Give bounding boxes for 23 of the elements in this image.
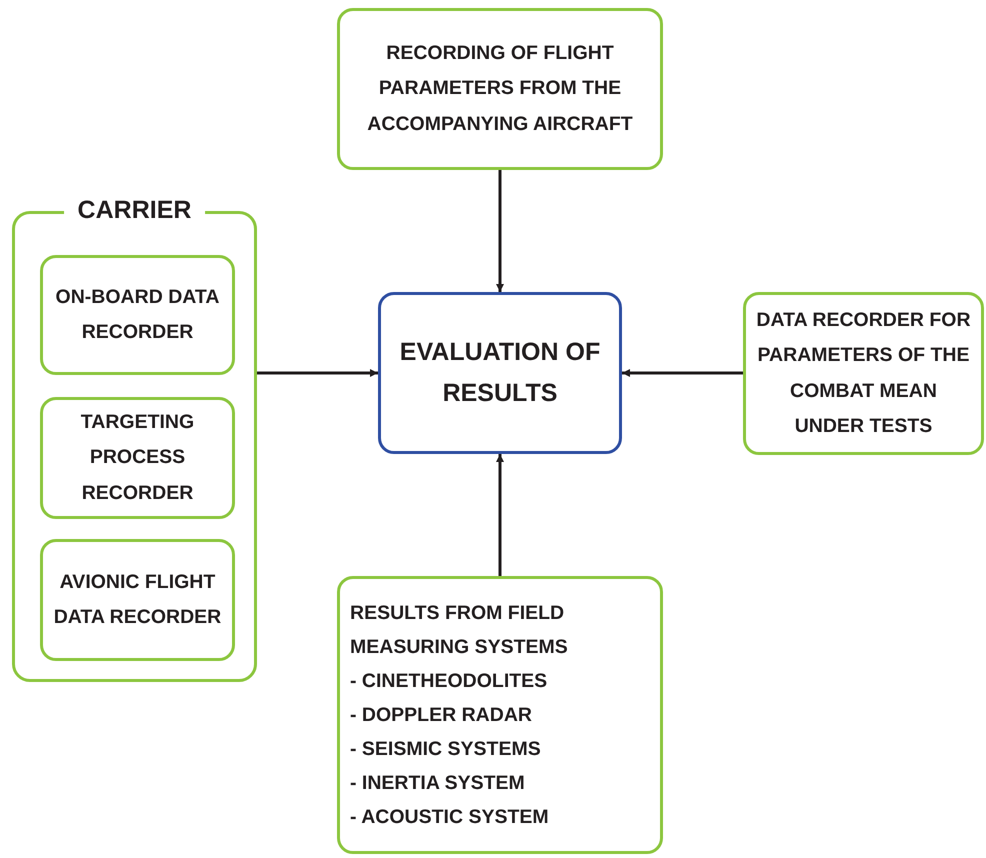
arrow: [622, 369, 743, 377]
list-item: - INERTIA SYSTEM: [350, 771, 525, 796]
box-heading: RESULTS FROM FIELD MEASURING SYSTEMS: [350, 601, 569, 660]
arrow: [257, 369, 378, 377]
process-box: [337, 576, 663, 854]
arrow: [496, 170, 504, 292]
box-text: EVALUATION OF RESULTS: [398, 336, 602, 409]
box-text: AVIONIC FLIGHT DATA RECORDER: [52, 570, 222, 630]
box-text: ON-BOARD DATA RECORDER: [54, 284, 220, 345]
box-text: RECORDING OF FLIGHT PARAMETERS FROM THE ACCOMPANYING AIRCRAFT: [366, 41, 634, 137]
box-text: DATA RECORDER FOR PARAMETERS OF THE COMBAT MEAN UNDER TESTS: [755, 308, 972, 439]
arrow: [496, 454, 504, 576]
list-item: - CINETHEODOLITES: [350, 669, 548, 694]
process-box: [40, 255, 235, 375]
process-box: [743, 292, 984, 455]
list-item: - SEISMIC SYSTEMS: [350, 737, 541, 762]
process-box: [40, 397, 235, 519]
list-item: - ACOUSTIC SYSTEM: [350, 805, 549, 830]
process-box: [337, 8, 663, 170]
process-box: [40, 539, 235, 661]
result-box: [378, 292, 622, 454]
box-text: TARGETING PROCESS RECORDER: [80, 410, 196, 506]
list-item: - DOPPLER RADAR: [350, 703, 532, 728]
